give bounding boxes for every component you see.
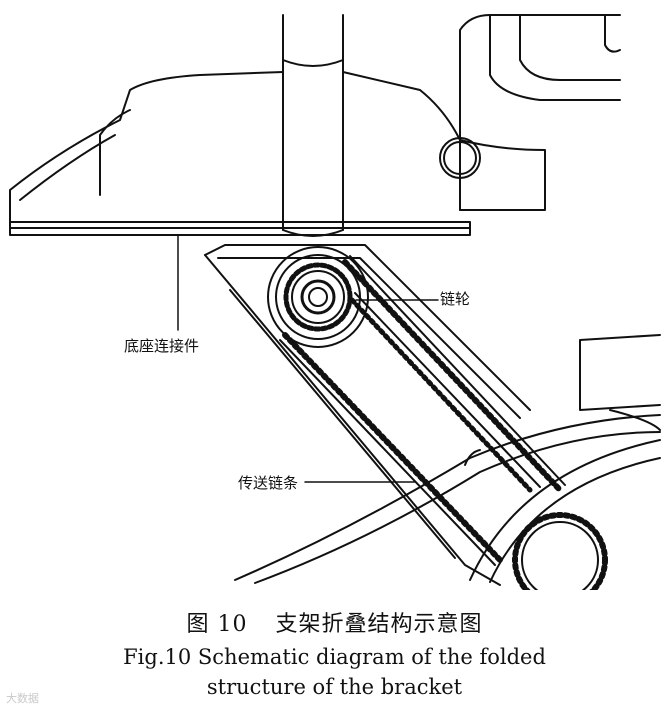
sprocket-label: 链轮 bbox=[440, 290, 471, 308]
bracket-folding-diagram bbox=[9, 14, 661, 590]
transmission-chain bbox=[279, 255, 566, 566]
base-connector-label: 底座连接件 bbox=[124, 337, 200, 355]
transmission-chain-label: 传送链条 bbox=[238, 474, 299, 492]
figure-number: 图 10 bbox=[186, 612, 248, 637]
base-housing bbox=[9, 71, 471, 236]
sprocket bbox=[267, 246, 369, 348]
curved-frame bbox=[234, 414, 661, 584]
base-connector-arm bbox=[204, 244, 531, 586]
lower-wheel bbox=[469, 334, 661, 590]
figure-caption-english-line2: structure of the bracket bbox=[206, 675, 463, 699]
figure-title-chinese: 支架折叠结构示意图 bbox=[275, 612, 483, 637]
watermark: 大数据 bbox=[6, 692, 39, 705]
leader-lines bbox=[177, 234, 439, 483]
figure-caption-chinese: 图 10 支架折叠结构示意图 bbox=[0, 606, 669, 638]
upper-post bbox=[282, 14, 344, 237]
right-housing bbox=[439, 14, 621, 211]
figure-caption-english-line1: Fig.10 Schematic diagram of the folded bbox=[123, 645, 546, 669]
